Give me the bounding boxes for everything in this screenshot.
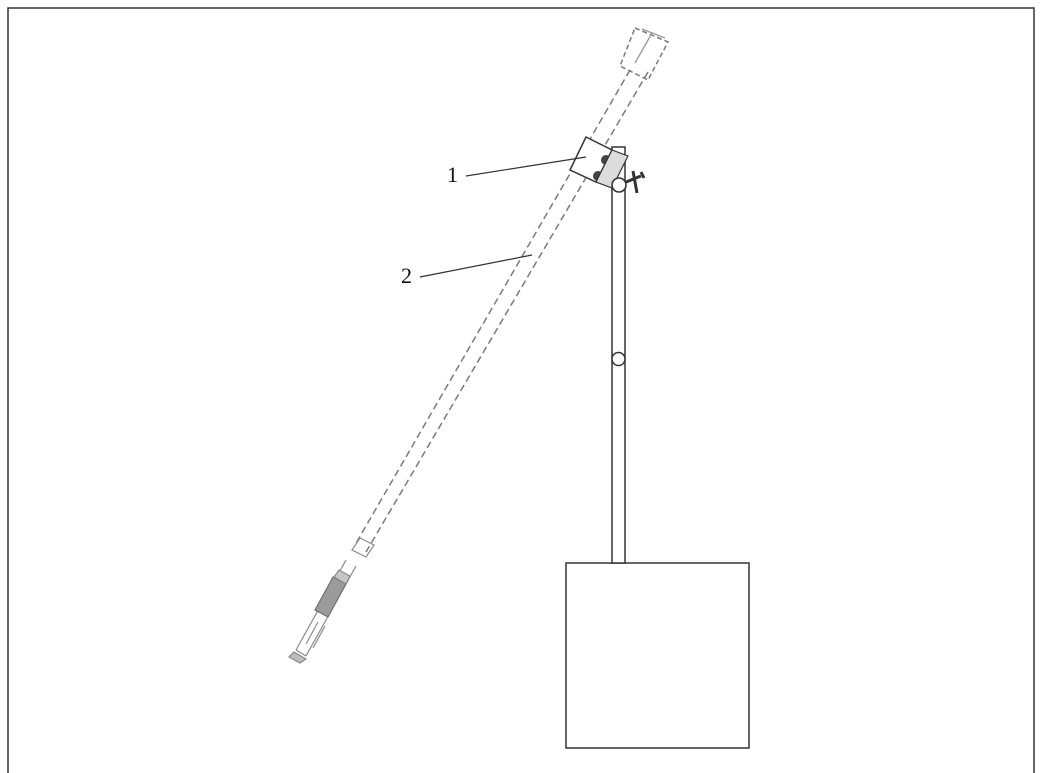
sensor-end (288, 537, 375, 664)
leader-line-1 (465, 156, 587, 177)
clamp-bracket (568, 135, 646, 194)
pipe-top-cap (634, 28, 666, 64)
callout-label-1: 1 (447, 162, 458, 187)
post-hole (611, 351, 626, 367)
leader-line-2 (419, 254, 533, 278)
diagram-frame (7, 7, 1035, 773)
base-box (565, 562, 750, 749)
callout-label-2: 2 (401, 263, 412, 288)
